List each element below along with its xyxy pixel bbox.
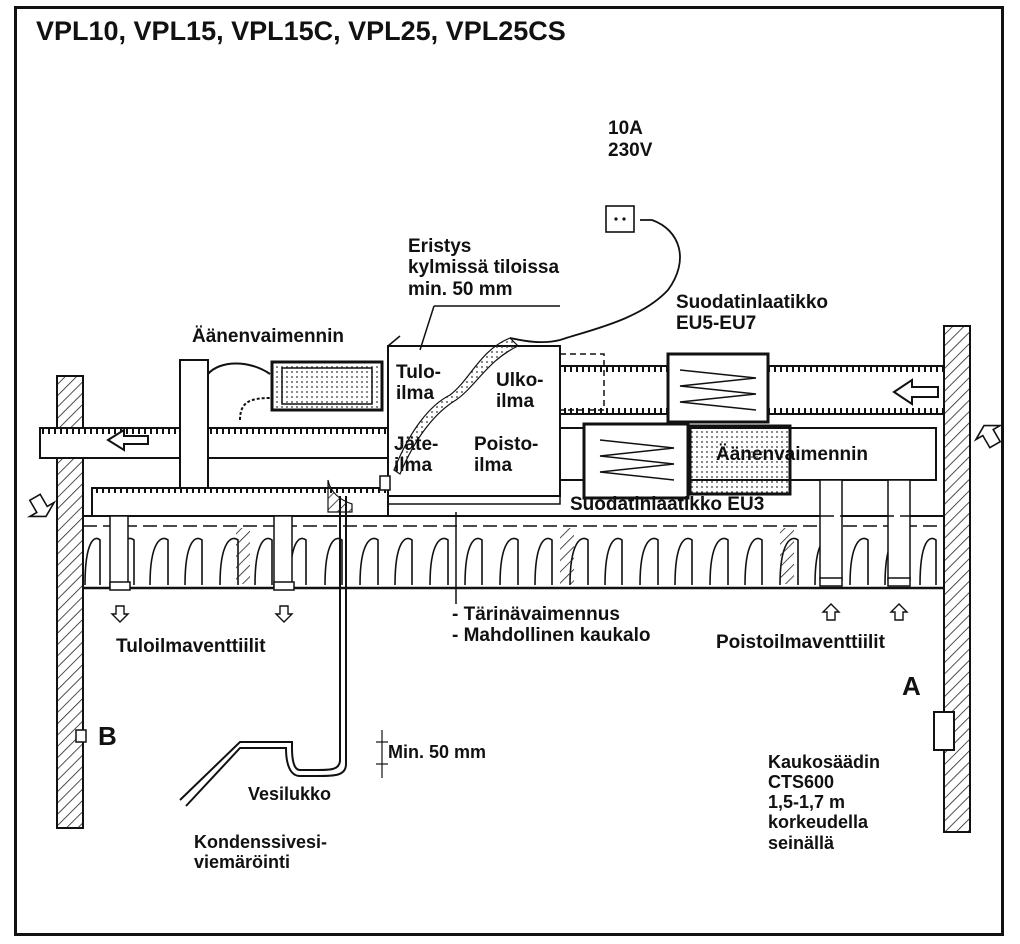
- supply-valves: [109, 581, 295, 623]
- arrow-intake-right: [892, 378, 939, 406]
- power-cable: [509, 219, 681, 343]
- exhaust-air-label: Jäte- ilma: [394, 434, 439, 477]
- condensate-pipe: [179, 475, 391, 807]
- right-wall: [943, 325, 971, 833]
- insulation-strip: [393, 337, 520, 475]
- filter-box-eu3: [582, 422, 690, 500]
- diagram-frame: [14, 6, 1004, 936]
- marker-b-box: [75, 729, 87, 743]
- supply-ducts: [39, 359, 389, 587]
- filter-eu5-eu7-label: Suodatinlaatikko EU5-EU7: [676, 292, 829, 335]
- power-rating-amps: 10A: [608, 118, 643, 139]
- unit-base: [387, 495, 561, 505]
- power-socket: [605, 205, 635, 233]
- min-50-label: Min. 50 mm: [388, 742, 487, 762]
- filter-eu3-label: Suodatinlaatikko EU3: [570, 494, 765, 515]
- extract-valves-label: Poistoilmaventtiilit: [716, 632, 885, 653]
- power-rating-volts: 230V: [608, 140, 653, 161]
- supply-silencer: [270, 360, 384, 412]
- arrow-exhaust-left: [106, 428, 149, 452]
- insulation-label: Eristys kylmissä tiloissa min. 50 mm: [408, 236, 560, 300]
- ceiling-insulation: [83, 515, 944, 590]
- diagram-title: VPL10, VPL15, VPL15C, VPL25, VPL25CS: [36, 16, 566, 46]
- remote-controller-label: Kaukosäädin CTS600 1,5-1,7 m korkeudella…: [768, 752, 881, 853]
- outdoor-air-label: Ulko- ilma: [496, 370, 544, 413]
- dimension-marker: [376, 730, 388, 778]
- silencer-supply-label: Äänenvaimennin: [192, 326, 345, 347]
- supply-air-label: Tulo- ilma: [396, 362, 442, 405]
- extract-silencer: [688, 424, 792, 496]
- filter-box-eu5-eu7: [666, 352, 770, 424]
- condensate-label: Kondenssivesi- viemäröinti: [194, 832, 328, 873]
- silencer-extract-label: Äänenvaimennin: [716, 444, 869, 465]
- extract-valves: [819, 577, 911, 621]
- marker-a: A: [902, 671, 921, 701]
- remote-controller-box: [933, 711, 955, 751]
- extract-air-label: Poisto- ilma: [474, 434, 539, 477]
- water-trap-label: Vesilukko: [248, 784, 332, 804]
- marker-b: B: [98, 721, 117, 751]
- vibration-damping-label: - Tärinävaimennus - Mahdollinen kaukalo: [452, 604, 651, 647]
- supply-valves-label: Tuloilmaventtiilit: [116, 636, 266, 657]
